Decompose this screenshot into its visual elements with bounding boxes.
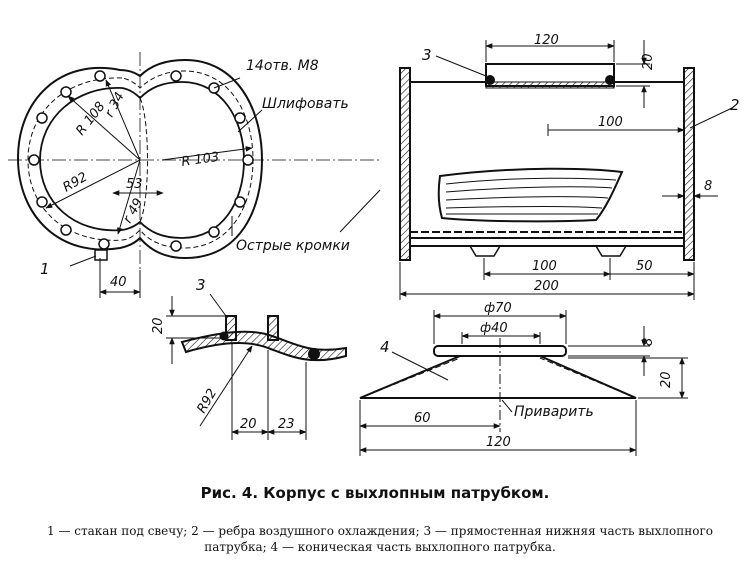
callout-4: 4 (380, 338, 390, 356)
dim-phi40: ф40 (480, 321, 508, 336)
dim-53: 53 (126, 177, 143, 192)
bolt-hole (234, 112, 246, 124)
bolt-hole (234, 196, 246, 208)
callout-2: 2 (730, 96, 740, 114)
dim-50-bot: 50 (636, 259, 653, 274)
callout-3b: 3 (196, 276, 206, 294)
cone-detail (359, 345, 637, 399)
dim-20-a: 20 (240, 417, 257, 432)
label-r92: R92 (61, 170, 91, 196)
bolt-holes (28, 70, 254, 252)
dim-8-cone: 8 (641, 338, 656, 346)
bolt-hole (36, 196, 48, 208)
callout-3: 3 (422, 46, 432, 64)
spark-plug-boss (94, 249, 108, 261)
flange-radii (45, 77, 263, 298)
dim-120-top: 120 (534, 33, 559, 48)
label-r49: r 49 (120, 196, 146, 226)
label-r34: r 34 (102, 90, 127, 120)
bolt-hole (94, 70, 106, 82)
dim-20-top: 20 (641, 53, 656, 70)
bolt-hole (36, 112, 48, 124)
figure-caption-title: Рис. 4. Корпус с выхлопным патрубком. (200, 484, 550, 502)
dim-200: 200 (534, 279, 559, 294)
bolt-hole (98, 238, 110, 250)
label-holes: 14отв. М8 (246, 58, 319, 74)
bolt-hole (28, 154, 40, 166)
dim-120-cone: 120 (486, 435, 511, 450)
dim-60: 60 (414, 411, 431, 426)
dim-phi70: ф70 (484, 301, 512, 316)
dim-100-bot: 100 (532, 259, 557, 274)
bolt-hole (60, 86, 72, 98)
flange-view (8, 52, 380, 270)
dim-100-mid: 100 (598, 115, 623, 130)
label-r103: R 103 (180, 150, 220, 170)
bolt-hole (60, 224, 72, 236)
cone-dimensions (359, 310, 688, 456)
stub-detail (180, 315, 347, 362)
callout-1: 1 (40, 260, 50, 278)
figure-caption-legend: 1 — стакан под свечу; 2 — ребра воздушно… (47, 524, 713, 554)
dim-40: 40 (110, 275, 127, 290)
stub-dimensions (166, 293, 307, 440)
dim-23: 23 (278, 417, 295, 432)
technical-drawing: 14отв. М8 Шлифовать Острые кромки R 108 … (8, 33, 740, 456)
label-weld: Приварить (514, 404, 594, 420)
bolt-hole (242, 154, 254, 166)
label-sharp-edges: Острые кромки (236, 238, 350, 254)
dim-20-cone: 20 (659, 371, 674, 388)
bolt-hole (170, 70, 182, 82)
label-grind: Шлифовать (262, 96, 349, 112)
side-dimensions (339, 40, 733, 300)
dim-20-left: 20 (151, 317, 166, 334)
bolt-hole (170, 240, 182, 252)
side-section (399, 63, 695, 261)
bolt-hole (208, 226, 220, 238)
dim-8-right: 8 (704, 179, 712, 194)
